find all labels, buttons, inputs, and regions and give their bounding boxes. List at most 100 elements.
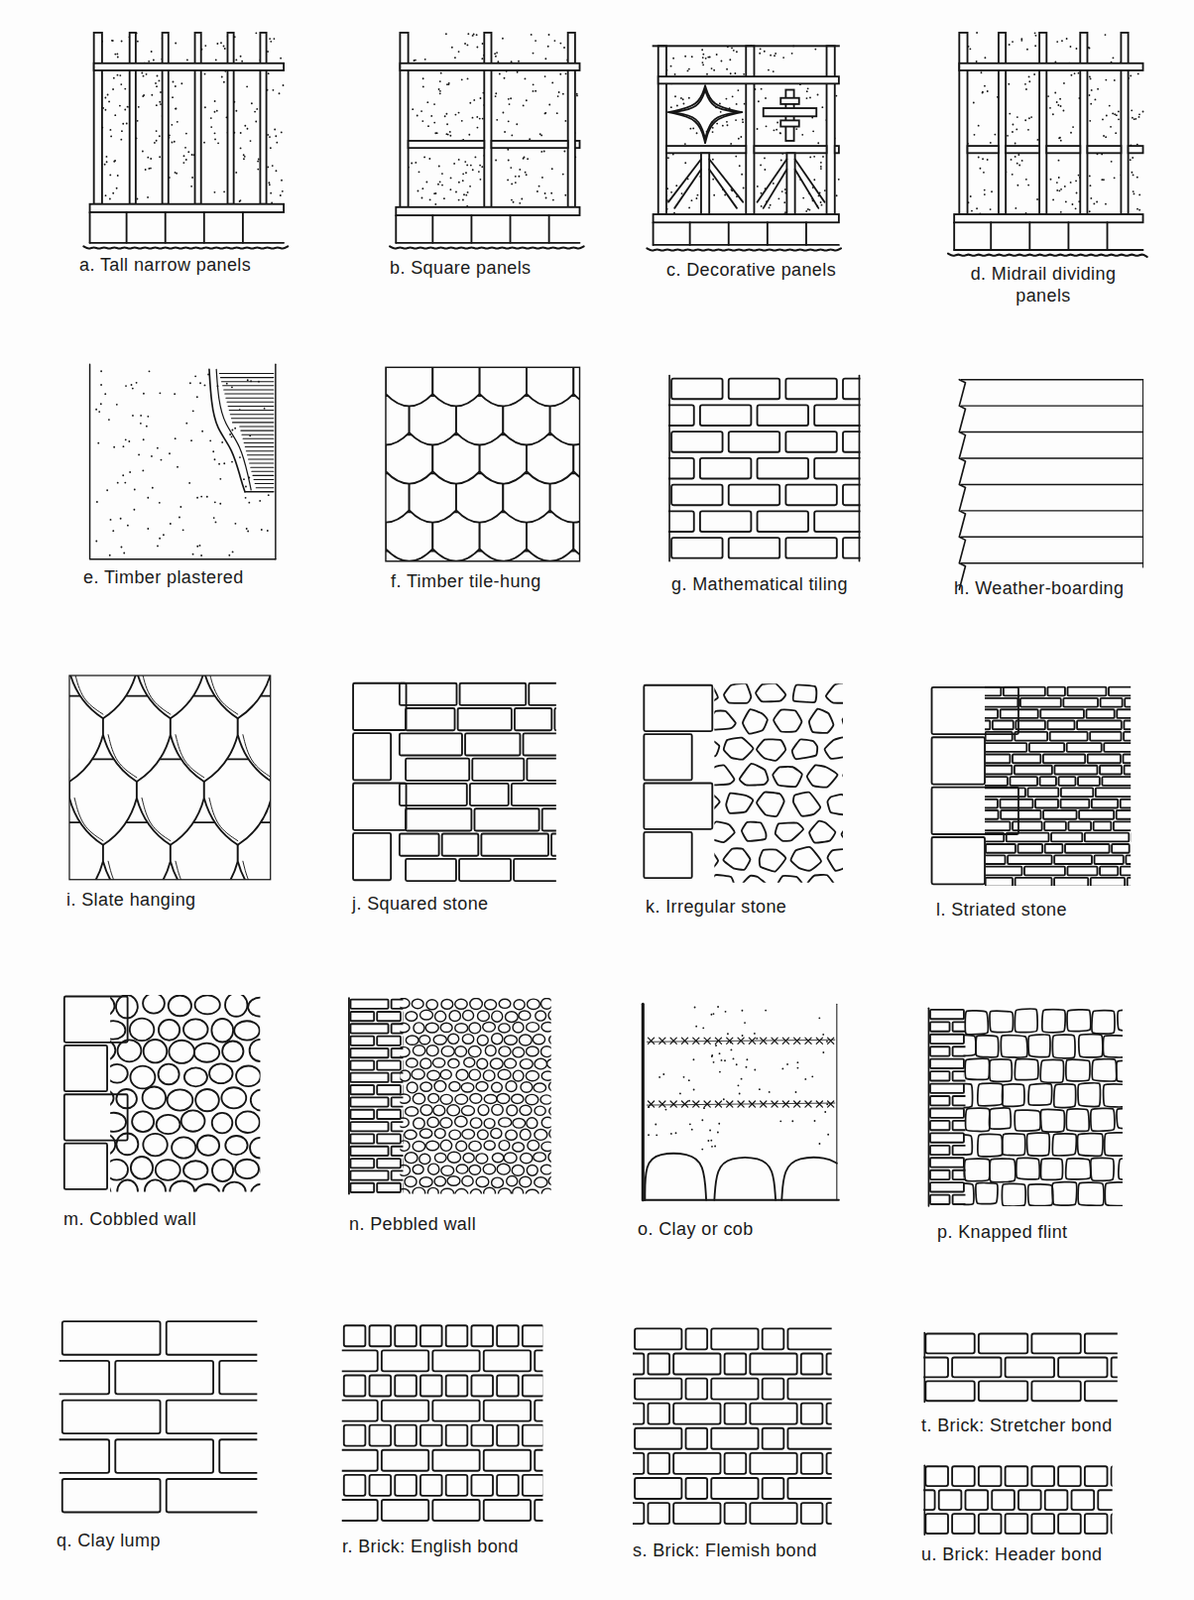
- line-art: [1017, 153, 1020, 156]
- line-art: [930, 1059, 964, 1069]
- line-art: [948, 253, 1148, 257]
- line-art: [984, 776, 1008, 786]
- line-art: [478, 178, 481, 181]
- line-art: [458, 199, 461, 202]
- line-art: [430, 115, 433, 118]
- line-art: [1093, 821, 1112, 831]
- line-art: [532, 90, 535, 93]
- line-art: [131, 1110, 154, 1132]
- line-art: [399, 1093, 410, 1103]
- line-art: [822, 1051, 825, 1054]
- line-art: [350, 1121, 388, 1131]
- line-art: [219, 502, 222, 505]
- line-art: [932, 687, 1019, 734]
- line-art: [1011, 130, 1014, 133]
- line-art: [503, 130, 506, 133]
- line-art: [104, 392, 107, 395]
- line-art: [145, 425, 148, 428]
- line-art: [668, 375, 671, 562]
- line-art: [483, 1140, 495, 1150]
- line-art: [239, 147, 242, 150]
- line-art: [1130, 109, 1133, 112]
- line-art: [512, 1117, 526, 1128]
- line-art: [253, 111, 256, 114]
- line-art: [405, 758, 470, 781]
- line-art: [1039, 32, 1047, 215]
- line-art: [674, 73, 677, 76]
- line-art: [491, 1153, 503, 1163]
- line-art: [647, 1133, 650, 1136]
- line-art: [210, 125, 213, 128]
- line-art: [526, 1046, 540, 1057]
- line-art: [399, 1022, 410, 1032]
- line-art: [550, 192, 553, 195]
- line-art: [1128, 145, 1144, 153]
- line-art: [122, 445, 125, 448]
- line-art: [553, 39, 556, 42]
- line-art: [225, 393, 274, 395]
- line-art: [653, 214, 839, 223]
- line-art: [376, 1133, 401, 1143]
- line-art: [142, 75, 145, 78]
- line-art: [741, 822, 767, 841]
- line-art: [526, 157, 529, 160]
- line-art: [242, 477, 245, 480]
- line-art: [520, 198, 523, 201]
- line-art: [658, 76, 839, 84]
- line-art: [244, 446, 274, 448]
- line-art: [376, 1109, 401, 1119]
- line-art: [668, 458, 695, 479]
- line-art: [125, 122, 128, 125]
- line-art: [248, 458, 274, 460]
- line-art: [130, 1156, 153, 1180]
- line-art: [439, 180, 442, 183]
- line-art: [458, 181, 461, 184]
- line-art: [432, 366, 479, 406]
- line-art: [541, 1022, 552, 1032]
- line-art: [525, 1093, 539, 1104]
- line-art: [116, 187, 119, 190]
- line-art: [1095, 201, 1098, 204]
- line-art: [1136, 176, 1139, 179]
- line-art: [1133, 192, 1136, 195]
- line-art: [842, 708, 844, 732]
- line-art: [666, 145, 746, 153]
- line-art: [120, 546, 123, 549]
- line-art: [1113, 821, 1131, 831]
- line-art: [168, 452, 171, 455]
- line-art: [713, 1061, 716, 1064]
- line-art: [534, 1177, 548, 1188]
- line-art: [495, 119, 498, 121]
- line-art: [1014, 155, 1017, 158]
- line-art: [712, 158, 715, 161]
- line-art: [557, 95, 560, 98]
- line-art: [542, 808, 557, 831]
- line-art: [930, 1182, 964, 1192]
- line-art: [113, 160, 116, 163]
- line-art: [482, 1163, 495, 1174]
- line-art: [643, 832, 692, 878]
- line-art: [652, 222, 655, 245]
- line-art: [1134, 118, 1137, 120]
- line-art: [449, 1129, 462, 1140]
- line-art: [816, 1037, 823, 1044]
- line-art: [647, 1037, 654, 1044]
- line-art: [426, 101, 429, 104]
- line-art: [446, 132, 449, 135]
- line-art: [753, 145, 827, 153]
- line-art: [214, 131, 217, 134]
- line-art: [1058, 136, 1061, 139]
- line-art: [506, 178, 509, 181]
- line-art: [930, 1083, 964, 1093]
- line-art: [716, 122, 718, 125]
- line-art: [455, 1115, 468, 1127]
- line-art: [817, 141, 820, 144]
- line-art: [793, 684, 818, 703]
- line-art: [670, 1037, 677, 1044]
- line-art: [714, 684, 717, 705]
- line-art: [740, 1077, 743, 1080]
- line-art: [780, 159, 783, 162]
- line-art: [548, 215, 551, 243]
- line-art: [653, 44, 839, 47]
- line-art: [982, 171, 985, 174]
